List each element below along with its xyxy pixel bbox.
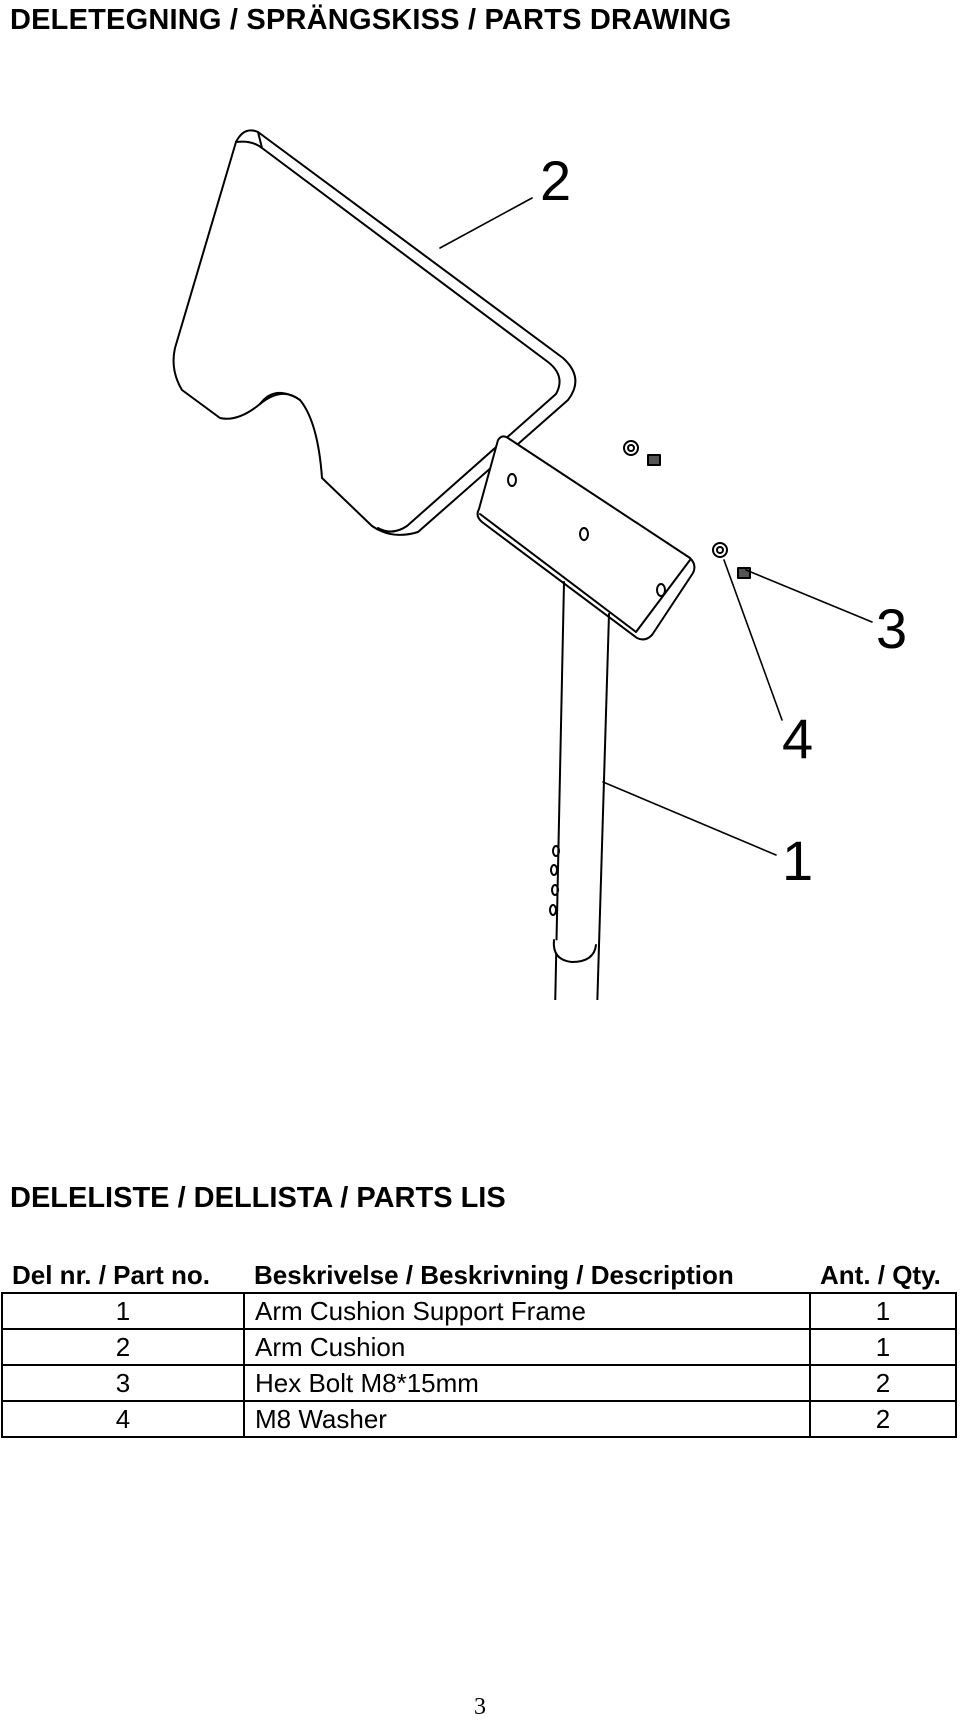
cell-qty: 2 — [809, 1400, 957, 1438]
callout-4: 4 — [782, 707, 813, 770]
parts-drawing: 2 3 4 1 — [0, 100, 960, 1000]
header-qty: Ant. / Qty. — [810, 1258, 956, 1294]
parts-table: Del nr. / Part no. Beskrivelse / Beskriv… — [1, 1258, 957, 1438]
cell-part-no: 2 — [1, 1328, 245, 1366]
table-row: 2 Arm Cushion 1 — [1, 1328, 957, 1366]
page-title: DELETEGNING / SPRÄNGSKISS / PARTS DRAWIN… — [10, 4, 732, 36]
cell-qty: 2 — [809, 1364, 957, 1402]
table-row: 3 Hex Bolt M8*15mm 2 — [1, 1364, 957, 1402]
cell-qty: 1 — [809, 1328, 957, 1366]
table-row: 1 Arm Cushion Support Frame 1 — [1, 1292, 957, 1330]
exploded-view-illustration: 2 3 4 1 — [172, 129, 907, 1000]
cell-part-no: 4 — [1, 1400, 245, 1438]
cell-description: Arm Cushion Support Frame — [243, 1292, 811, 1330]
leader-lines — [439, 197, 873, 856]
cell-description: M8 Washer — [243, 1400, 811, 1438]
page-number: 3 — [474, 1694, 486, 1720]
mounting-plate-shape — [476, 435, 696, 641]
callout-3: 3 — [876, 597, 907, 660]
support-frame-shape — [549, 581, 610, 1000]
callout-2: 2 — [540, 149, 571, 212]
arm-cushion-shape — [172, 129, 577, 536]
cell-qty: 1 — [809, 1292, 957, 1330]
parts-list-title: DELELISTE / DELLISTA / PARTS LIS — [10, 1182, 506, 1214]
cell-part-no: 3 — [1, 1364, 245, 1402]
table-header-row: Del nr. / Part no. Beskrivelse / Beskriv… — [2, 1258, 956, 1294]
header-part-no: Del nr. / Part no. — [2, 1258, 244, 1294]
cell-description: Arm Cushion — [243, 1328, 811, 1366]
hardware-shapes — [623, 440, 751, 579]
cell-part-no: 1 — [1, 1292, 245, 1330]
header-description: Beskrivelse / Beskrivning / Description — [244, 1258, 810, 1294]
callout-1: 1 — [782, 829, 813, 892]
cell-description: Hex Bolt M8*15mm — [243, 1364, 811, 1402]
table-row: 4 M8 Washer 2 — [1, 1400, 957, 1438]
